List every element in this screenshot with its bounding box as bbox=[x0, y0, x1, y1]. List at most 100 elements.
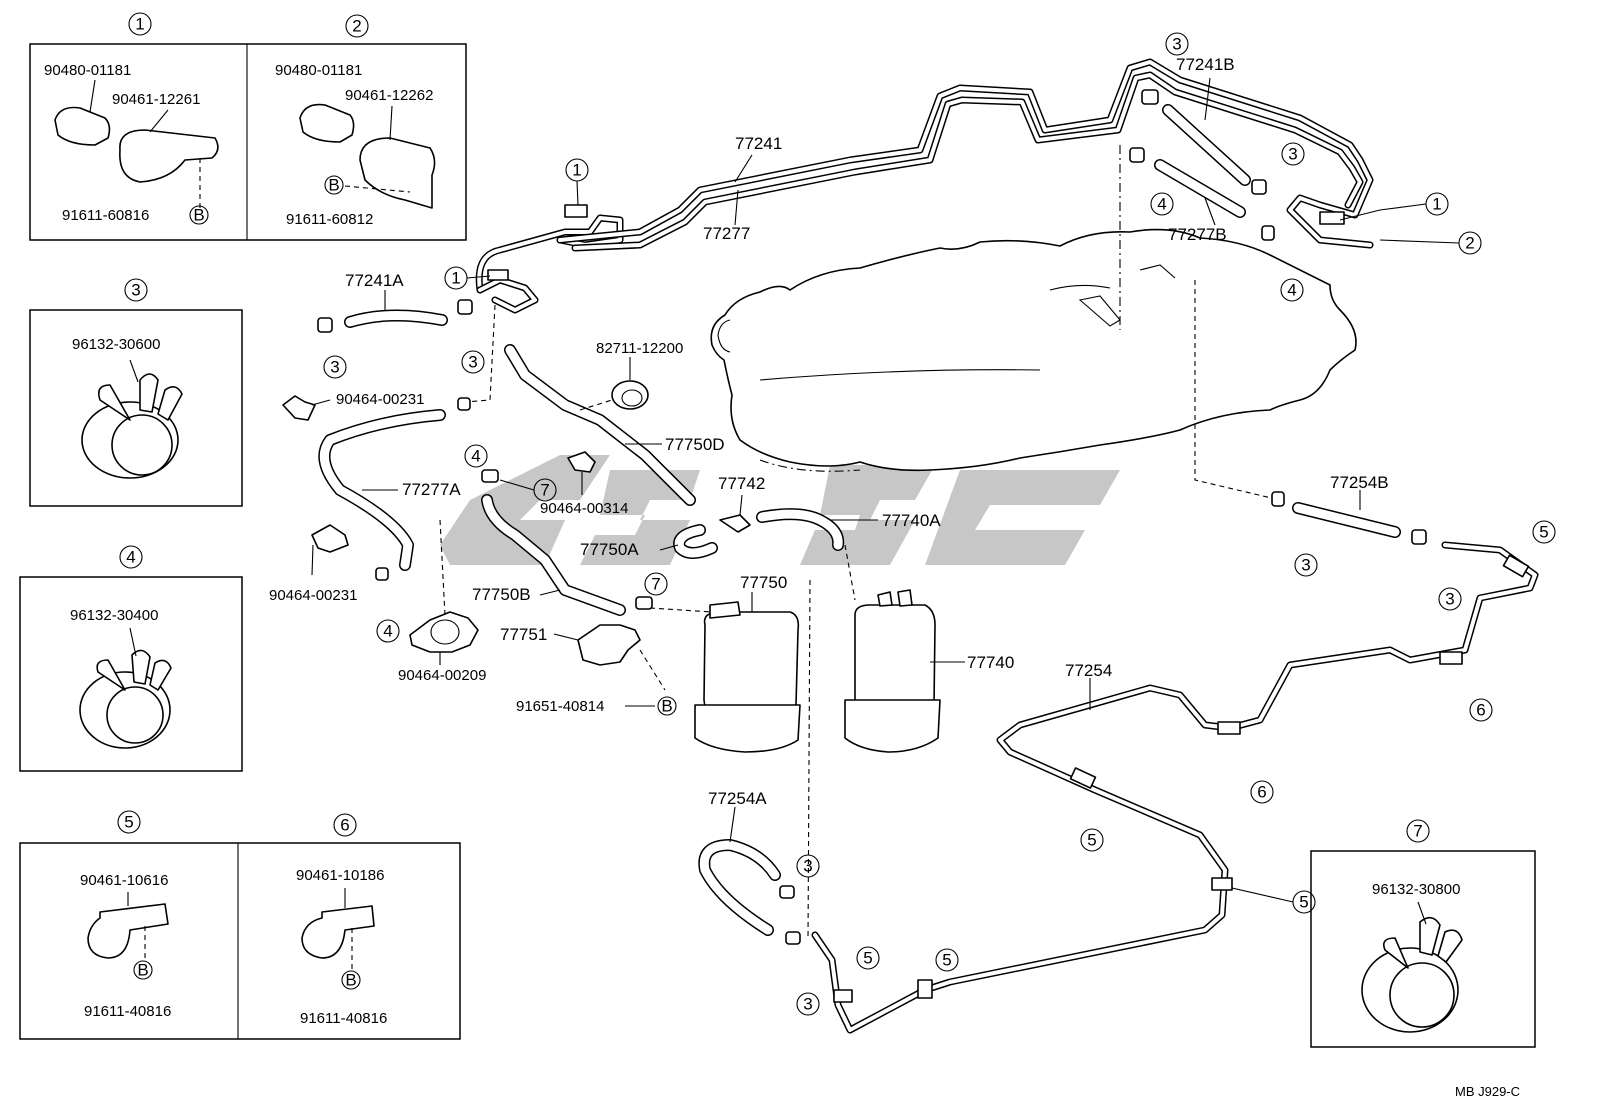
svg-text:B: B bbox=[328, 176, 339, 195]
leader-77750A bbox=[659, 544, 679, 551]
svg-text:3: 3 bbox=[330, 358, 339, 377]
ref-5-d: 5 bbox=[856, 946, 880, 970]
box1-clamp-label: 90461-12261 bbox=[112, 91, 200, 108]
clamp-90464-00231-top bbox=[282, 395, 316, 421]
svg-text:2: 2 bbox=[352, 17, 361, 36]
ref-3-c: 3 bbox=[1165, 32, 1189, 56]
svg-text:4: 4 bbox=[383, 622, 392, 641]
label-77750A: 77750A bbox=[580, 540, 639, 559]
ref-7-a: 7 bbox=[499, 478, 557, 502]
svg-text:B: B bbox=[137, 961, 148, 980]
pipe-77254 bbox=[811, 541, 1539, 1034]
dashed-link-82711 bbox=[579, 399, 613, 411]
box4-clamp-label: 96132-30400 bbox=[70, 607, 158, 624]
ref-5-a: 5 bbox=[1532, 520, 1556, 544]
mark-91651-B: B bbox=[657, 696, 677, 716]
label-91651-40814: 91651-40814 bbox=[516, 698, 604, 715]
svg-text:5: 5 bbox=[1087, 831, 1096, 850]
callout-box-1: 1 bbox=[128, 12, 152, 36]
box3-hose-clamp bbox=[81, 359, 183, 479]
svg-text:1: 1 bbox=[135, 15, 144, 34]
label-77241A: 77241A bbox=[345, 271, 404, 290]
box4-hose-clamp bbox=[79, 627, 172, 749]
label-77277A: 77277A bbox=[402, 480, 461, 499]
svg-text:2: 2 bbox=[1465, 234, 1474, 253]
hose-77277A bbox=[318, 409, 446, 571]
leader-77751 bbox=[553, 633, 579, 641]
box5-clamp-part bbox=[87, 892, 169, 960]
label-77740: 77740 bbox=[967, 653, 1014, 672]
svg-text:3: 3 bbox=[468, 353, 477, 372]
svg-text:7: 7 bbox=[651, 575, 660, 594]
leader-77277 bbox=[734, 189, 739, 226]
hose-77740A bbox=[756, 508, 845, 551]
svg-text:4: 4 bbox=[126, 548, 135, 567]
ref-5-e: 5 bbox=[935, 948, 959, 972]
label-77241: 77241 bbox=[735, 134, 782, 153]
ref-1-c: 1 bbox=[1339, 192, 1449, 221]
svg-text:3: 3 bbox=[1301, 556, 1310, 575]
ref-5-b: 5 bbox=[1080, 828, 1104, 852]
canister-77740 bbox=[844, 589, 941, 753]
ref-7-b: 7 bbox=[644, 572, 668, 596]
svg-text:5: 5 bbox=[863, 949, 872, 968]
ref-4-d: 4 bbox=[1280, 278, 1304, 302]
svg-text:B: B bbox=[345, 971, 356, 990]
ref-3-a: 3 bbox=[323, 355, 347, 379]
box5-bolt-label: 91611-40816 bbox=[84, 1003, 171, 1020]
hose-77254A bbox=[698, 839, 781, 936]
canister-77750 bbox=[649, 601, 801, 753]
box7-clamp-label: 96132-30800 bbox=[1372, 881, 1460, 898]
ref-3-h: 3 bbox=[796, 992, 820, 1016]
box2-bolt-label: 91611-60812 bbox=[286, 211, 373, 228]
hose-77241B bbox=[1162, 104, 1251, 186]
svg-text:1: 1 bbox=[1432, 195, 1441, 214]
box6-bolt-label: 91611-40816 bbox=[300, 1010, 387, 1027]
label-90464-00231-bottom: 90464-00231 bbox=[269, 587, 357, 604]
leader-90464-00231-top bbox=[311, 399, 331, 406]
svg-text:6: 6 bbox=[1476, 701, 1485, 720]
ref-4-c: 4 bbox=[1150, 192, 1174, 216]
dashed-link-90464-00209 bbox=[439, 519, 446, 616]
dashed-link-77254B bbox=[1194, 280, 1281, 501]
svg-text:5: 5 bbox=[1539, 523, 1548, 542]
watermark-logo bbox=[440, 455, 1120, 565]
hose-77750A bbox=[673, 524, 718, 559]
ref-3-b: 3 bbox=[461, 350, 485, 374]
box1-bolt-mark: B bbox=[189, 205, 209, 225]
label-77750D: 77750D bbox=[665, 435, 725, 454]
label-77277: 77277 bbox=[703, 224, 750, 243]
valve-77742 bbox=[719, 514, 751, 533]
callout-box-4: 4 bbox=[119, 545, 143, 569]
pipe-77241-77277 bbox=[475, 58, 1374, 314]
label-90464-00209: 90464-00209 bbox=[398, 667, 486, 684]
dashed-link-77254A bbox=[807, 579, 811, 941]
box1-clip-part bbox=[54, 79, 111, 146]
clamp-90464-00231-bottom bbox=[311, 524, 349, 553]
svg-text:5: 5 bbox=[124, 813, 133, 832]
svg-text:5: 5 bbox=[1299, 893, 1308, 912]
svg-text:6: 6 bbox=[340, 816, 349, 835]
leader-77241B bbox=[1204, 77, 1211, 121]
box2-clip-label: 90480-01181 bbox=[275, 62, 362, 79]
box6-clamp-part bbox=[301, 888, 375, 970]
fuel-tank bbox=[710, 228, 1357, 472]
ref-3-e: 3 bbox=[1294, 553, 1318, 577]
box7-hose-clamp bbox=[1361, 901, 1463, 1033]
label-77751: 77751 bbox=[500, 625, 547, 644]
callout-box-3: 3 bbox=[124, 278, 148, 302]
box1-bolt-label: 91611-60816 bbox=[62, 207, 149, 224]
ref-2-a: 2 bbox=[1379, 231, 1482, 255]
callout-box-2: 2 bbox=[345, 14, 369, 38]
svg-text:3: 3 bbox=[803, 857, 812, 876]
ref-6-b: 6 bbox=[1250, 780, 1274, 804]
leader-77241 bbox=[734, 154, 753, 183]
svg-text:4: 4 bbox=[1287, 281, 1296, 300]
ref-1-a: 1 bbox=[565, 158, 589, 206]
svg-text:3: 3 bbox=[803, 995, 812, 1014]
label-77750: 77750 bbox=[740, 573, 787, 592]
svg-text:7: 7 bbox=[1413, 822, 1422, 841]
callout-box-5: 5 bbox=[117, 810, 141, 834]
box2-bolt-mark: B bbox=[324, 175, 344, 195]
